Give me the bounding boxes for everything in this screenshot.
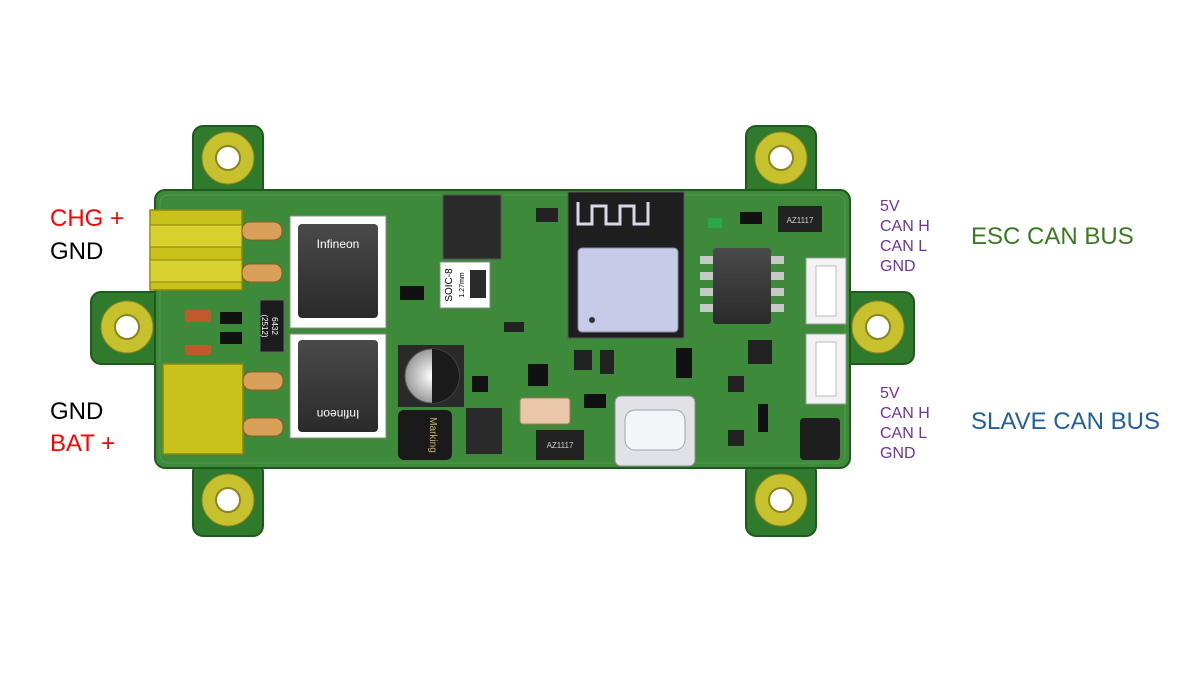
- slave-pin-5v: 5V: [880, 385, 900, 402]
- ic-middle: AZ1117: [466, 397, 584, 460]
- bat-plus-label: BAT +: [50, 430, 116, 457]
- chg-plus-label: CHG +: [50, 205, 125, 232]
- smd-components-left: [185, 310, 242, 355]
- soic-pitch-label: 1.27mm: [459, 272, 466, 297]
- esc-pin-can-l: CAN L: [880, 238, 928, 255]
- mosfet-bottom-text: Infineon: [317, 407, 360, 421]
- buzzer: [800, 418, 840, 460]
- electrolytic-capacitor: [398, 345, 464, 407]
- shunt-code-text: 6432: [270, 317, 279, 335]
- wifi-module: [567, 191, 685, 339]
- esc-can-bus-label: ESC CAN BUS: [971, 223, 1134, 250]
- charge-connector: [149, 209, 283, 291]
- pcb-board: [90, 125, 915, 537]
- marking-text: Marking: [427, 417, 438, 453]
- regulator-top-text: AZ1117: [787, 216, 814, 225]
- mosfet-top-text: Infineon: [317, 237, 360, 251]
- esc-pin-5v: 5V: [880, 198, 900, 215]
- battery-connector: [162, 363, 284, 455]
- regulator-bottom-text: AZ1117: [547, 441, 574, 450]
- usb-c-connector: [614, 395, 696, 467]
- mosfet-top: Infineon: [289, 215, 387, 329]
- slave-can-connector: [805, 333, 847, 405]
- shunt-size-text: (2512): [260, 314, 269, 337]
- slave-pin-gnd: GND: [880, 445, 916, 462]
- soic-label: SOIC-8: [444, 268, 455, 302]
- can-transceiver-chip: [700, 248, 784, 324]
- mounting-hole-top-right: [754, 131, 808, 185]
- mosfet-bottom: Infineon: [289, 333, 387, 439]
- gnd-top-label: GND: [50, 238, 104, 265]
- mounting-hole-bottom-left: [201, 473, 255, 527]
- slave-pin-can-h: CAN H: [880, 405, 930, 422]
- esc-can-connector: [805, 257, 847, 325]
- slave-pin-can-l: CAN L: [880, 425, 928, 442]
- esc-pin-can-h: CAN H: [880, 218, 930, 235]
- mounting-hole-left: [100, 300, 154, 354]
- smd-components-right: [400, 208, 772, 446]
- mounting-hole-top-left: [201, 131, 255, 185]
- slave-can-bus-label: SLAVE CAN BUS: [971, 408, 1160, 435]
- inductor: Marking: [398, 410, 452, 460]
- gnd-bottom-label: GND: [50, 398, 104, 425]
- mounting-hole-bottom-right: [754, 473, 808, 527]
- esc-pin-gnd: GND: [880, 258, 916, 275]
- mounting-hole-right: [851, 300, 905, 354]
- soic-8-chip: SOIC-8 1.27mm: [439, 194, 502, 309]
- shunt-resistor: 6432 (2512): [259, 299, 285, 353]
- regulator-top: AZ1117: [778, 206, 822, 232]
